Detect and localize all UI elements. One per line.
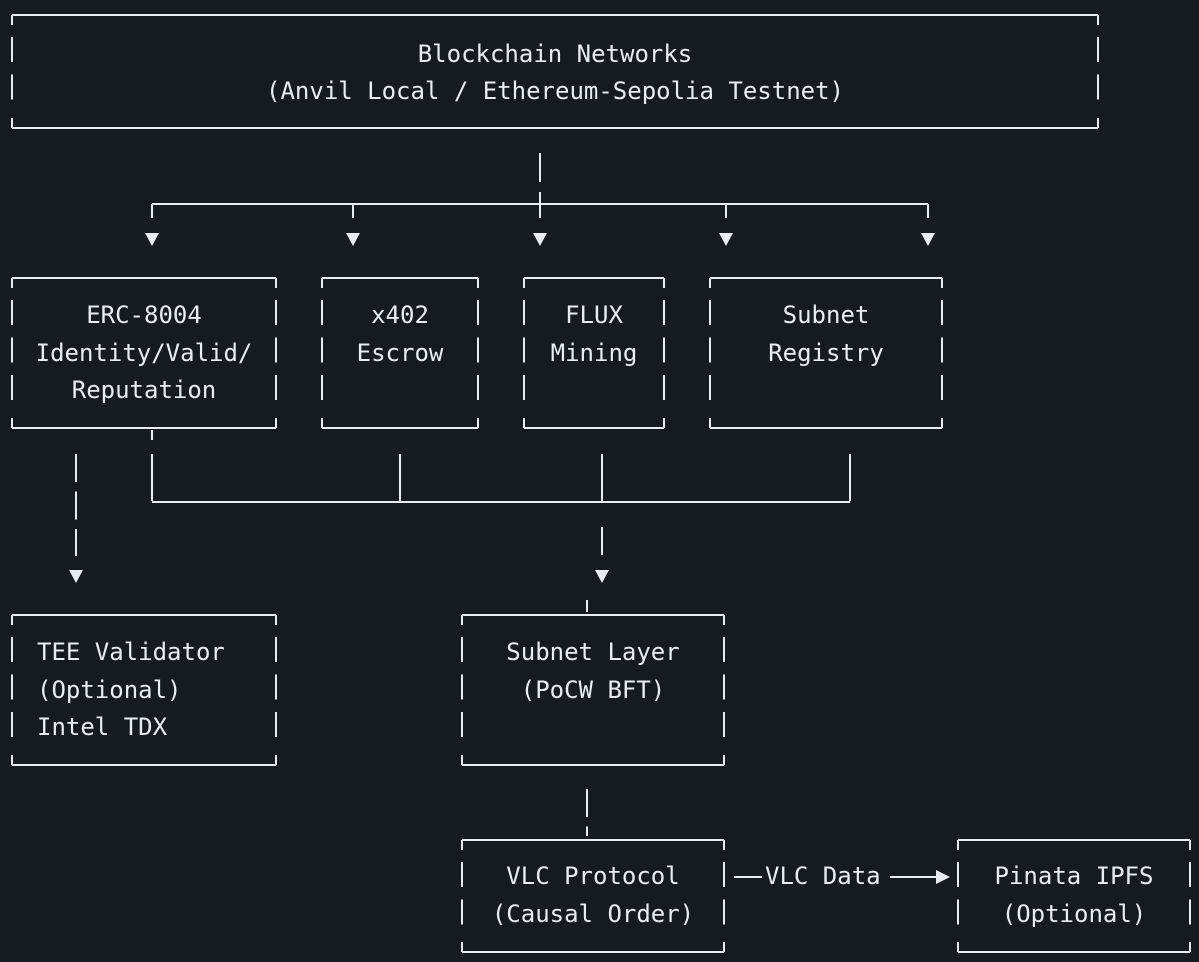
arrow-down-icon — [69, 570, 83, 583]
arrow-right-icon — [936, 870, 950, 884]
tee-line3: Intel TDX — [37, 713, 168, 741]
erc8004-title: ERC-8004 — [86, 301, 202, 329]
blockchain-subtitle: (Anvil Local / Ethereum-Sepolia Testnet) — [266, 77, 844, 105]
subnet-layer-subtitle: (PoCW BFT) — [520, 676, 666, 704]
erc8004-line2: Identity/Valid/ — [35, 339, 253, 367]
ipfs-subtitle: (Optional) — [1001, 900, 1147, 928]
tee-line2: (Optional) — [37, 676, 182, 704]
blockchain-title: Blockchain Networks — [417, 40, 693, 68]
vlc-subtitle: (Causal Order) — [491, 900, 695, 928]
ipfs-title: Pinata IPFS — [994, 862, 1154, 890]
arrow-down-icon — [346, 233, 360, 246]
vlc-data-edge-label: VLC Data — [765, 862, 881, 890]
arrow-down-icon — [719, 233, 733, 246]
subnet-registry-subtitle: Registry — [768, 339, 884, 367]
flux-title: FLUX — [565, 301, 623, 329]
flux-subtitle: Mining — [550, 339, 638, 367]
arrow-down-icon — [145, 233, 159, 246]
x402-subtitle: Escrow — [356, 339, 444, 367]
arrow-down-icon — [595, 570, 609, 583]
subnet-registry-title: Subnet — [782, 301, 870, 329]
arrow-down-icon — [921, 233, 935, 246]
x402-title: x402 — [371, 301, 429, 329]
erc8004-line3: Reputation — [71, 376, 217, 404]
tee-title: TEE Validator — [37, 638, 225, 666]
vlc-title: VLC Protocol — [506, 862, 680, 890]
subnet-layer-title: Subnet Layer — [506, 638, 680, 666]
arrow-down-icon — [533, 233, 547, 246]
